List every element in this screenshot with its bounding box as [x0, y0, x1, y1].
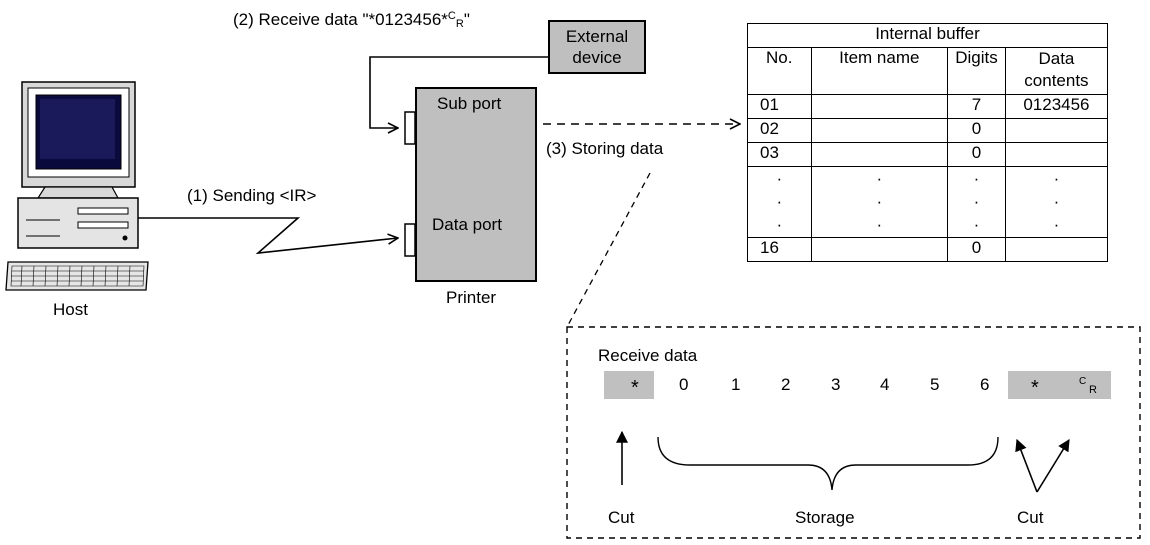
char-1: 1: [731, 375, 741, 394]
row-item-name: [810, 94, 949, 119]
cr-sub-r: R: [455, 18, 464, 30]
host-label: Host: [53, 300, 88, 319]
cut-start-shade: [604, 371, 654, 399]
char-3: 3: [831, 375, 841, 394]
row-digits: 0: [947, 118, 1006, 143]
internal-buffer-table: Internal buffer No. Item name Digits Dat…: [747, 23, 1109, 262]
header-no: No.: [747, 47, 812, 95]
char-cr-r: R: [1089, 384, 1097, 396]
char-0: 0: [679, 375, 689, 394]
ellipsis-dot: ·: [876, 215, 883, 234]
cut-end-shade: [1008, 371, 1111, 399]
data-port-label: Data port: [432, 215, 502, 234]
detail-title: Receive data: [598, 346, 698, 365]
cut-right-arrow-left: [1015, 438, 1038, 493]
row-digits: 7: [947, 94, 1006, 119]
ellipsis-dot: ·: [973, 215, 980, 234]
ellipsis-dot: ·: [876, 192, 883, 211]
cut-left-label: Cut: [608, 508, 635, 527]
external-device-line2: device: [572, 48, 622, 67]
cut-right-arrow-right: [1036, 438, 1070, 493]
row-no: 03: [747, 142, 812, 167]
char-star-start: *: [631, 377, 639, 399]
ellipsis-dot: ·: [1053, 192, 1060, 211]
row-item-name: [810, 142, 949, 167]
row-data-contents: [1004, 142, 1109, 167]
cr-sup-c: C: [447, 10, 456, 22]
ellipsis-dot: ·: [776, 192, 783, 211]
storage-label: Storage: [795, 508, 855, 527]
data-port-connector: [404, 223, 416, 257]
storing-label: (3) Storing data: [546, 139, 664, 158]
table-row: 01 7 0123456: [747, 94, 1109, 119]
detail-leader-line: [566, 172, 651, 328]
ir-signal-line: [138, 217, 398, 255]
ellipsis-dot: ·: [1053, 215, 1060, 234]
row-data-contents: [1004, 237, 1109, 262]
table-row: 02 0: [747, 118, 1109, 143]
char-star-end: *: [1031, 377, 1039, 399]
char-5: 5: [930, 375, 940, 394]
ellipsis-dot: ·: [1053, 169, 1060, 188]
char-4: 4: [880, 375, 890, 394]
sub-port-connector: [404, 111, 416, 145]
ellipsis-dot: ·: [776, 169, 783, 188]
ellipsis-dot: ·: [973, 169, 980, 188]
storage-brace: [657, 436, 999, 491]
ellipsis-dot: ·: [876, 169, 883, 188]
printer-label: Printer: [446, 288, 497, 307]
row-digits: 0: [947, 237, 1006, 262]
ellipsis-dot: ·: [776, 215, 783, 234]
table-row: 03 0: [747, 142, 1109, 167]
row-data-contents: 0123456: [1004, 94, 1109, 119]
printer-box: [415, 87, 537, 282]
ellipsis-dot: ·: [973, 192, 980, 211]
sub-port-label: Sub port: [437, 94, 502, 113]
row-item-name: [810, 237, 949, 262]
external-device-line1: External: [565, 27, 629, 46]
row-no: 16: [747, 237, 812, 262]
ellipsis-digits: · · ·: [947, 166, 1006, 238]
receive-data-suffix: ": [463, 10, 470, 29]
ellipsis-data-contents: · · ·: [1004, 166, 1109, 238]
receive-data-prefix: (2) Receive data "*0123456*: [233, 10, 448, 29]
row-data-contents: [1004, 118, 1109, 143]
cut-right-label: Cut: [1017, 508, 1044, 527]
external-device-box: External device: [548, 20, 646, 74]
table-title: Internal buffer: [747, 23, 1108, 48]
receive-data-label: (2) Receive data "*0123456*CR": [233, 11, 470, 30]
header-item-name: Item name: [810, 47, 949, 95]
ellipsis-item-name: · · ·: [810, 166, 949, 238]
char-cr-c: C: [1079, 376, 1087, 387]
table-row-ellipsis: · · · · · · · · · · · ·: [747, 166, 1109, 238]
table-row: 16 0: [747, 237, 1109, 262]
char-6: 6: [980, 375, 990, 394]
header-digits: Digits: [947, 47, 1006, 95]
header-data-contents: Data contents: [1004, 47, 1109, 95]
row-no: 02: [747, 118, 812, 143]
external-device-link-line: [369, 56, 548, 128]
char-2: 2: [781, 375, 791, 394]
row-digits: 0: [947, 142, 1006, 167]
row-no: 01: [747, 94, 812, 119]
ellipsis-no: · · ·: [747, 166, 812, 238]
sending-label: (1) Sending <IR>: [187, 186, 317, 205]
row-item-name: [810, 118, 949, 143]
host-computer-icon: [5, 81, 149, 291]
receive-data-detail-box: [566, 326, 1141, 539]
